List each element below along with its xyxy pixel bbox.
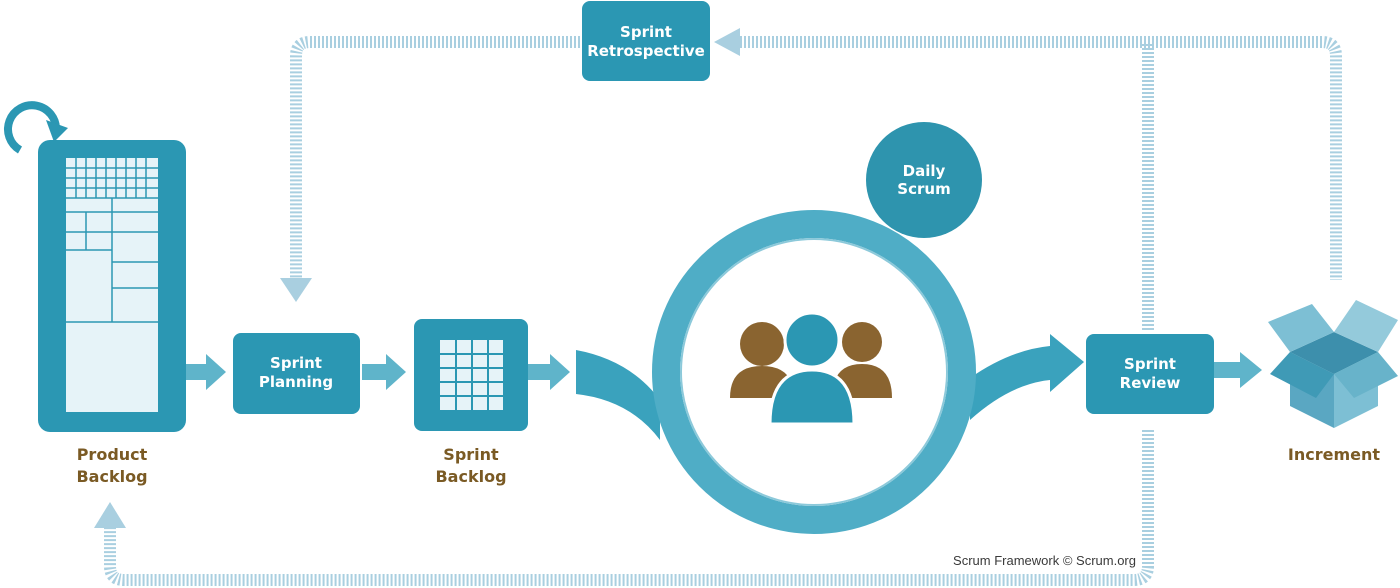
arrow-backlog-to-planning [186,354,226,390]
refresh-icon [4,101,61,154]
daily-scrum-label-line2: Scrum [897,180,950,198]
sprint-backlog-label-line2: Backlog [435,467,506,486]
sprint-backlog: Sprint Backlog [414,319,528,486]
sprint-cycle-ring-inner [680,238,948,506]
open-box-icon [1268,300,1398,428]
increment-label: Increment [1288,445,1380,464]
sprint-review-label-line1: Sprint [1124,355,1176,373]
sprint-review-box [1086,334,1214,414]
sprint-planning: Sprint Planning [233,333,360,414]
sprint-retrospective-box [582,1,710,81]
sprint-retrospective-label-line2: Retrospective [587,42,705,60]
daily-scrum-label-line1: Daily [903,162,946,180]
product-backlog-grid-lines [66,158,158,323]
daily-scrum-bubble [866,122,982,238]
arrow-planning-to-sprint-backlog [362,354,406,390]
team-icon [730,311,892,426]
retrospective-loop-left [290,36,580,285]
product-backlog-label-line1: Product [77,445,148,464]
sprint-planning-label-line2: Planning [259,373,333,391]
retrospective-loop-right [740,36,1342,280]
sprint-entry-swoosh [576,350,660,440]
product-backlog: Product Backlog [4,101,186,486]
review-to-backlog-loop [104,430,1154,586]
sprint-retrospective-label-line1: Sprint [620,23,672,41]
backlog-loop-arrow-up [94,502,126,528]
sprint-backlog-label-line1: Sprint [443,445,499,464]
credit-text: Scrum Framework © Scrum.org [953,553,1136,568]
retrospective-loop-arrow-down [280,278,312,302]
sprint-exit-swoosh [970,334,1084,420]
product-backlog-label-line2: Backlog [76,467,147,486]
sprint-review: Sprint Review [1086,334,1214,414]
increment: Increment [1268,300,1398,464]
sprint-planning-box [233,333,360,414]
sprint-cycle-ring [652,210,976,534]
arrow-sprint-backlog-to-sprint [528,354,570,390]
sprint-review-label-line2: Review [1120,374,1181,392]
sprint-retrospective: Sprint Retrospective [582,1,710,81]
arrow-review-to-increment [1214,352,1262,388]
sprint-backlog-grid [440,340,503,410]
retrospective-loop-arrow-left [714,28,740,56]
daily-scrum: Daily Scrum [866,122,982,238]
sprint-planning-label-line1: Sprint [270,354,322,372]
